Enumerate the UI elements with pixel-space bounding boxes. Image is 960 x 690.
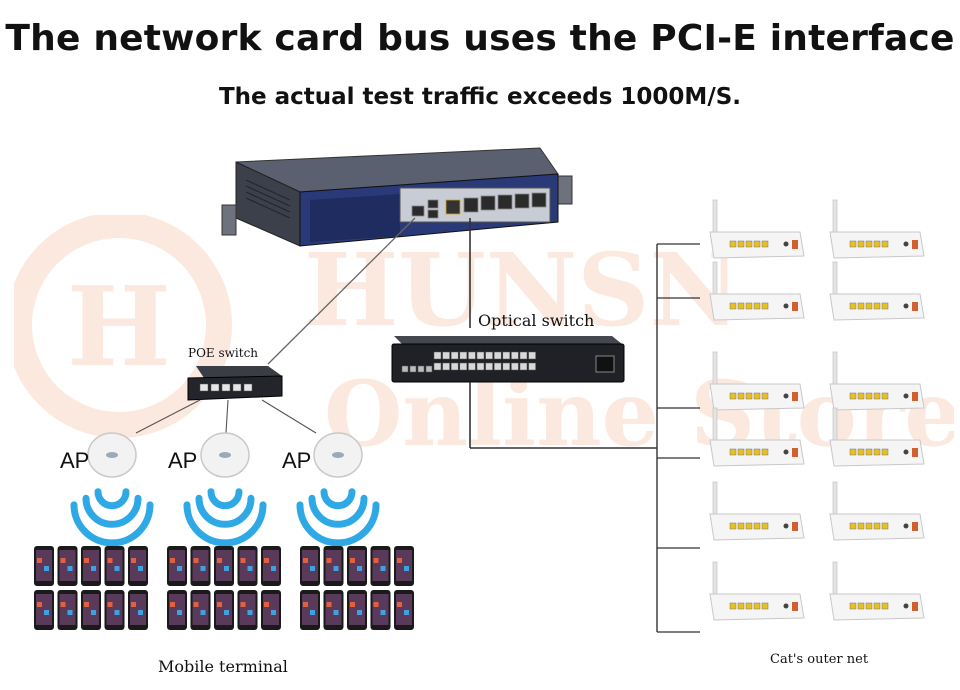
wifi-signal-icon	[183, 488, 267, 547]
page-title: The network card bus uses the PCI-E inte…	[5, 18, 955, 59]
mobile-terminal-label: Mobile terminal	[158, 657, 288, 676]
outer-net-router	[709, 561, 805, 621]
watermark-line1: HUNSN	[304, 231, 741, 349]
outer-net-router	[829, 561, 925, 621]
access-point	[200, 432, 250, 478]
wifi-signal-icon	[70, 488, 154, 547]
mobile-phone	[34, 546, 54, 586]
mobile-phone	[261, 546, 281, 586]
outer-net-router	[829, 351, 925, 411]
mobile-phone	[214, 590, 234, 630]
mobile-phone	[300, 590, 320, 630]
poe-switch-label: POE switch	[188, 346, 259, 360]
link-poe-ap1	[135, 399, 201, 434]
mobile-phone	[237, 546, 258, 586]
mobile-phone	[57, 590, 78, 630]
mobile-phone	[261, 590, 281, 630]
outer-net-router	[829, 199, 925, 259]
outer-net-router	[709, 351, 805, 411]
outer-net-router	[709, 481, 805, 541]
optical-switch-label: Optical switch	[478, 311, 595, 330]
firewall-appliance	[221, 147, 573, 247]
access-point	[87, 432, 137, 478]
optical-switch	[391, 336, 625, 383]
link-poe-ap2	[225, 399, 229, 434]
mobile-phone	[214, 546, 234, 586]
mobile-phone	[167, 546, 187, 586]
ap-label-1: AP	[60, 448, 90, 473]
mobile-phone	[190, 546, 211, 586]
mobile-phone	[104, 590, 125, 630]
watermark-logo-ring	[14, 215, 232, 438]
page-subtitle: The actual test traffic exceeds 1000M/S.	[218, 84, 742, 110]
link-poe-ap3	[261, 399, 317, 434]
mobile-phone	[370, 546, 391, 586]
watermark-logo-mark: H	[67, 262, 171, 391]
mobile-phone	[370, 590, 391, 630]
mobile-phone	[347, 590, 367, 630]
mobile-phone	[237, 590, 258, 630]
access-point	[313, 432, 363, 478]
mobile-phone	[128, 590, 148, 630]
mobile-phone	[81, 546, 101, 586]
outer-net-label: Cat's outer net	[770, 652, 869, 667]
mobile-phone	[167, 590, 187, 630]
outer-net-router	[829, 407, 925, 467]
mobile-phone	[57, 546, 78, 586]
ap-label-3: AP	[282, 448, 312, 473]
mobile-phone	[128, 546, 148, 586]
wifi-signal-icon	[296, 488, 380, 547]
mobile-phone	[300, 546, 320, 586]
mobile-phone	[190, 590, 211, 630]
outer-net-router	[709, 199, 805, 259]
mobile-phone	[34, 590, 54, 630]
link-firewall-poe	[267, 217, 416, 365]
mobile-phone	[81, 590, 101, 630]
mobile-phone	[323, 546, 344, 586]
mobile-phone	[394, 546, 414, 586]
ap-label-2: AP	[168, 448, 198, 473]
outer-net-router	[829, 481, 925, 541]
mobile-phone	[323, 590, 344, 630]
mobile-phone	[347, 546, 367, 586]
mobile-phone	[394, 590, 414, 630]
poe-switch	[187, 366, 283, 401]
mobile-phone	[104, 546, 125, 586]
outer-net-router	[709, 407, 805, 467]
outer-net-router	[829, 261, 925, 321]
outer-net-router	[709, 261, 805, 321]
